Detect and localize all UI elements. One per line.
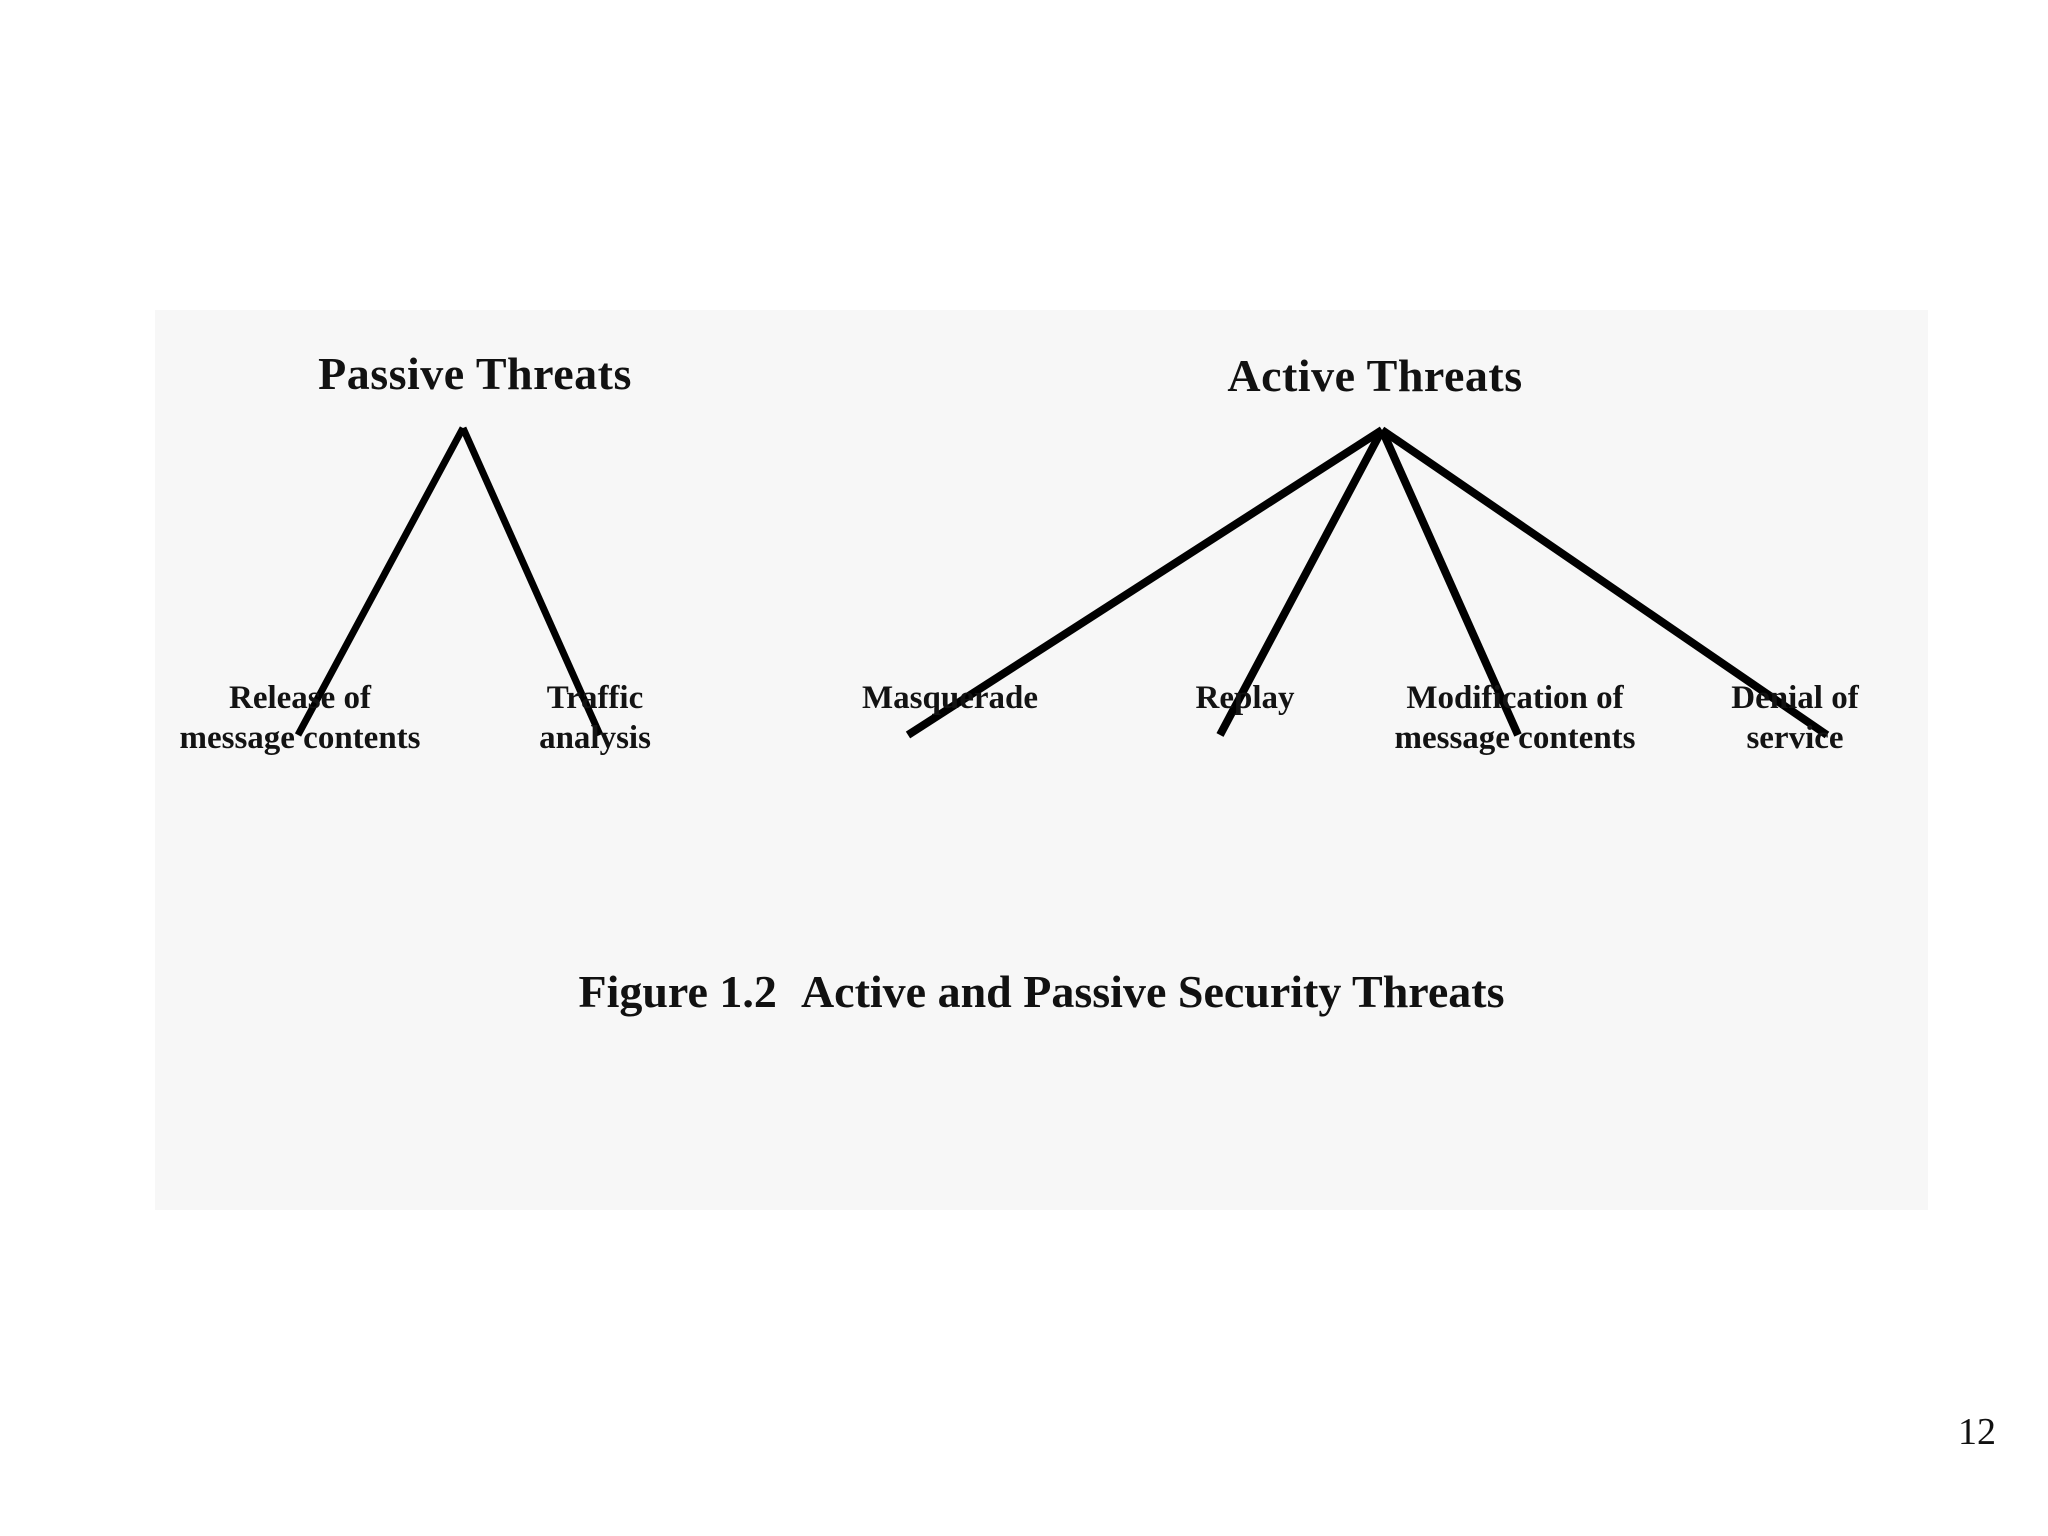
page-number: 12	[1958, 1411, 1996, 1453]
active-threat-branches	[905, 426, 1830, 739]
figure-caption-number: Figure 1.2	[578, 966, 777, 1017]
leaf-modification-of-message-contents: Modification of message contents	[1325, 678, 1705, 759]
passive-threat-branches	[294, 426, 604, 737]
leaf-line-1: Traffic	[546, 680, 644, 716]
leaf-line-2: service	[1746, 720, 1844, 757]
leaf-masquerade: Masquerade	[775, 678, 1125, 718]
figure-caption-title: Active and Passive Security Threats	[800, 966, 1505, 1017]
branch-passive-traffic	[459, 426, 604, 737]
leaf-line-2: analysis	[539, 720, 651, 757]
leaf-line-1: Replay	[1195, 680, 1295, 716]
branch-active-modification	[1378, 428, 1522, 737]
leaf-replay: Replay	[1085, 678, 1405, 718]
leaf-line-2: message contents	[1394, 720, 1636, 757]
leaf-line-1: Masquerade	[862, 680, 1038, 716]
branch-active-masquerade	[905, 426, 1385, 739]
leaf-traffic-analysis: Traffic analysis	[430, 678, 760, 759]
group-heading-passive: Passive Threats	[318, 348, 632, 399]
branch-active-denial	[1379, 426, 1830, 739]
leaf-line-2: message contents	[179, 720, 421, 757]
figure-caption: Figure 1.2 Active and Passive Security Th…	[155, 965, 1928, 1018]
group-heading-active: Active Threats	[1227, 350, 1523, 401]
leaf-release-of-message-contents: Release of message contents	[120, 678, 480, 759]
leaf-denial-of-service: Denial of service	[1645, 678, 1945, 759]
branch-active-replay	[1216, 428, 1386, 737]
figure-panel: Passive Threats Active Threats Release o…	[155, 310, 1928, 1210]
leaf-line-1: Release of	[228, 680, 372, 716]
branch-passive-release	[294, 426, 467, 737]
leaf-line-1: Modification of	[1406, 680, 1624, 716]
leaf-line-1: Denial of	[1731, 680, 1859, 716]
threat-tree-diagram	[294, 426, 1830, 739]
